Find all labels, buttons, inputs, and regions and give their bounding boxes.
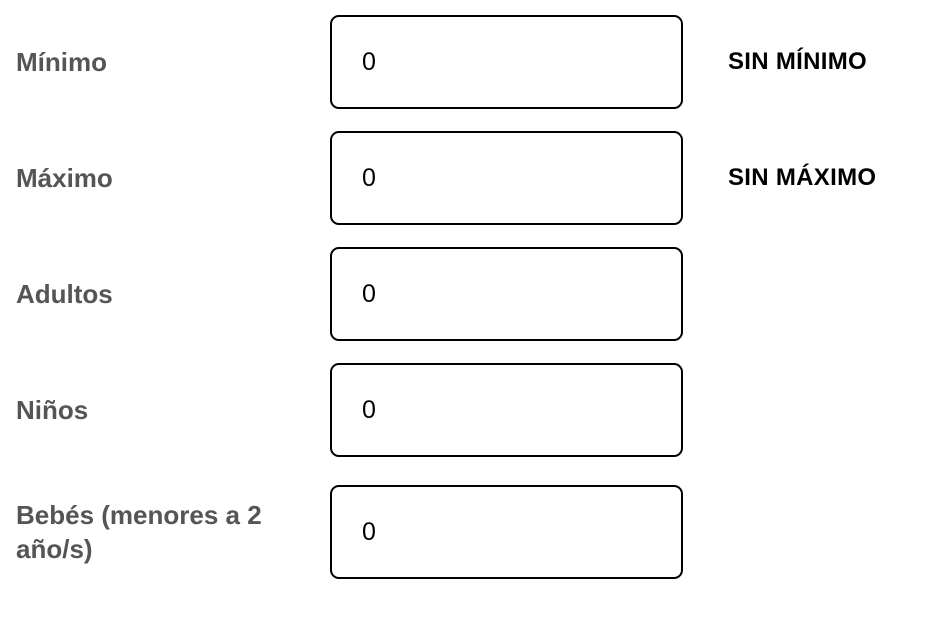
bebes-input[interactable] (330, 485, 683, 579)
sin-maximo-label: SIN MÁXIMO (728, 164, 877, 191)
label-adultos: Adultos (16, 279, 113, 309)
ninos-input[interactable] (330, 363, 683, 457)
label-minimo: Mínimo (16, 47, 107, 77)
sin-minimo-label: SIN MÍNIMO (728, 48, 867, 75)
label-ninos: Niños (16, 395, 89, 425)
label-bebes: Bebés (menores a 2 año/s) (16, 500, 262, 564)
adultos-input[interactable] (330, 247, 683, 341)
maximo-input[interactable] (330, 131, 683, 225)
label-maximo: Máximo (16, 163, 113, 193)
minimo-input[interactable] (330, 15, 683, 109)
